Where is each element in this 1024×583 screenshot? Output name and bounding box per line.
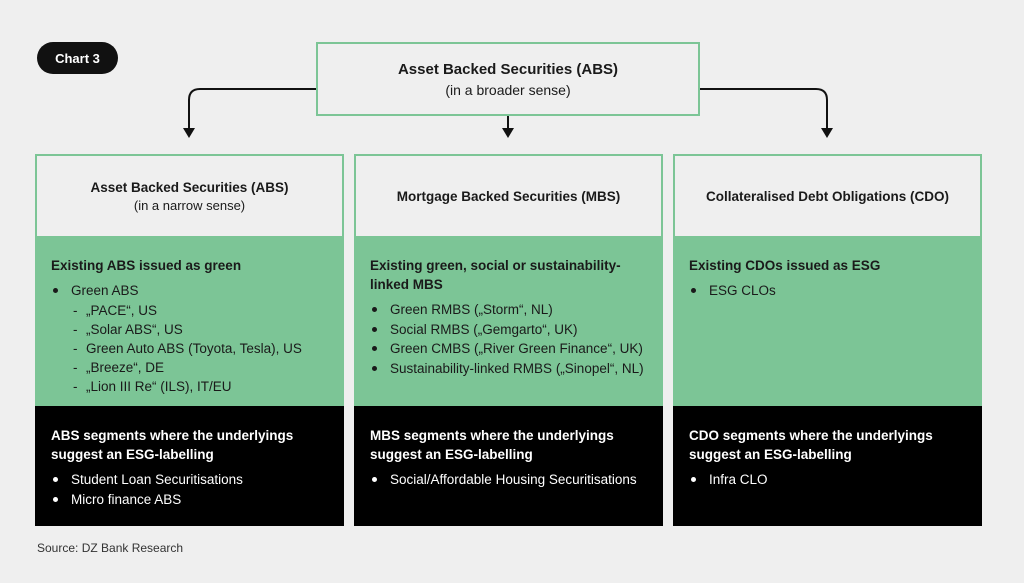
list-item: Social/Affordable Housing Securitisation…: [370, 470, 647, 490]
sub-list: „PACE“, US„Solar ABS“, USGreen Auto ABS …: [71, 301, 328, 396]
left-arrow-head: [183, 128, 195, 138]
black-section-title: MBS segments where the underlyings sugge…: [370, 428, 614, 462]
source-note: Source: DZ Bank Research: [37, 541, 184, 555]
column-3: Collateralised Debt Obligations (CDO) Exi…: [673, 154, 982, 526]
list-item: Green RMBS („Storm“, NL): [370, 300, 647, 320]
right-connector-line: [700, 88, 828, 130]
list-item: Micro finance ABS: [51, 490, 328, 510]
black-list: Social/Affordable Housing Securitisation…: [370, 470, 647, 490]
column-title: Collateralised Debt Obligations (CDO): [705, 188, 950, 204]
list-item: Sustainability-linked RMBS („Sinopel“, N…: [370, 359, 647, 379]
green-section-title: Existing ABS issued as green: [51, 258, 242, 273]
green-section-title: Existing green, social or sustainability…: [370, 258, 621, 292]
black-section-title: CDO segments where the underlyings sugge…: [689, 428, 933, 462]
black-section-title: ABS segments where the underlyings sugge…: [51, 428, 294, 462]
sub-list-item: „PACE“, US: [71, 301, 328, 320]
green-list: ESG CLOs: [689, 281, 966, 301]
list-item: ESG CLOs: [689, 281, 966, 301]
chart-label-badge: Chart 3: [37, 42, 118, 74]
column-header: Asset Backed Securities (ABS) (in a narro…: [35, 154, 344, 236]
list-item: Student Loan Securitisations: [51, 470, 328, 490]
sub-list-item: „Breeze“, DE: [71, 358, 328, 377]
list-item-text: ESG CLOs: [709, 283, 776, 298]
list-item: Green ABS „PACE“, US„Solar ABS“, USGreen …: [51, 281, 328, 396]
column-1: Asset Backed Securities (ABS) (in a narro…: [35, 154, 344, 526]
green-section: Existing CDOs issued as ESG ESG CLOs: [673, 236, 982, 406]
green-list: Green RMBS („Storm“, NL) Social RMBS („Ge…: [370, 300, 647, 378]
column-title: Mortgage Backed Securities (MBS): [396, 188, 621, 204]
list-item: Green CMBS („River Green Finance“, UK): [370, 339, 647, 359]
root-subtitle: (in a broader sense): [445, 81, 571, 98]
black-section: CDO segments where the underlyings sugge…: [673, 406, 982, 526]
list-item-text: Social RMBS („Gemgarto“, UK): [390, 321, 578, 337]
sub-list-item: „Lion III Re“ (ILS), IT/EU: [71, 377, 328, 396]
list-item-text: Green RMBS („Storm“, NL): [390, 302, 553, 317]
black-section: ABS segments where the underlyings sugge…: [35, 406, 344, 526]
sub-list-item: Green Auto ABS (Toyota, Tesla), US: [71, 339, 328, 358]
list-item: Social RMBS („Gemgarto“, UK): [370, 320, 647, 340]
black-section: MBS segments where the underlyings sugge…: [354, 406, 663, 526]
black-list: Infra CLO: [689, 470, 966, 490]
sub-list-item: „Solar ABS“, US: [71, 320, 328, 339]
list-item-text: Green CMBS („River Green Finance“, UK): [390, 341, 643, 356]
green-list: Green ABS „PACE“, US„Solar ABS“, USGreen …: [51, 281, 328, 396]
green-section-title: Existing CDOs issued as ESG: [689, 258, 881, 273]
column-subtitle: (in a narrow sense): [133, 197, 246, 213]
column-header: Collateralised Debt Obligations (CDO): [673, 154, 982, 236]
list-item: Infra CLO: [689, 470, 966, 490]
left-connector-line: [188, 88, 316, 130]
root-node: Asset Backed Securities (ABS) (in a broa…: [316, 42, 700, 116]
list-item-text: Sustainability-linked RMBS („Sinopel“, N…: [390, 360, 644, 376]
green-section: Existing green, social or sustainability…: [354, 236, 663, 406]
column-title: Asset Backed Securities (ABS): [90, 179, 289, 195]
center-arrow-head: [502, 128, 514, 138]
right-arrow-head: [821, 128, 833, 138]
column-2: Mortgage Backed Securities (MBS) Existing…: [354, 154, 663, 526]
root-title: Asset Backed Securities (ABS): [397, 60, 619, 78]
column-header: Mortgage Backed Securities (MBS): [354, 154, 663, 236]
list-item-text: Green ABS: [71, 283, 139, 298]
